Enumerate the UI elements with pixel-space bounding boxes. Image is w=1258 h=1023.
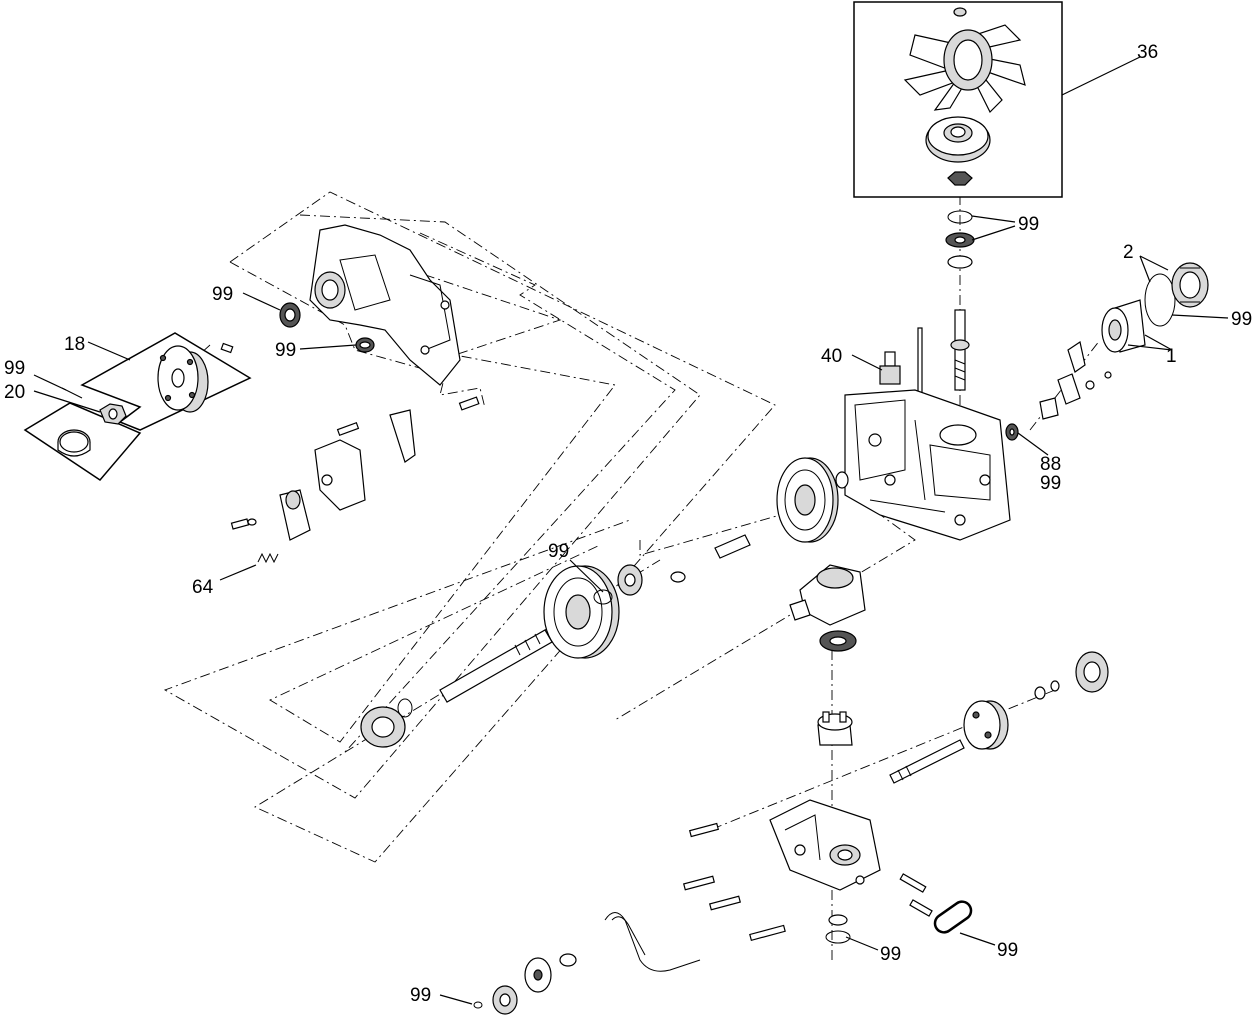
callout-18: 18 [64,334,85,355]
callout-99-shaft-ring: 99 [1018,214,1039,235]
callout-20: 20 [4,382,25,403]
housing-cover [309,224,461,386]
cover-bolt [458,396,480,411]
axle-bearing [360,698,413,748]
cover-seals [279,302,375,353]
thrust-bearing [819,630,857,652]
center-section [789,564,866,626]
counter-shaft [670,471,849,583]
callout-99-axle-seal: 99 [1040,473,1061,494]
pulley-nut [947,171,973,186]
gear-bearing-and-ring [593,564,643,605]
leader-36 [1061,56,1141,96]
callout-99-cover-seal: 99 [212,284,233,305]
callout-99-drain-gasket: 99 [997,940,1018,961]
filter-cap-and-o-ring [1144,262,1209,327]
drive-pulley [925,116,991,163]
callout-99-cover-seal-small: 99 [275,340,296,361]
wheel-hub-kit-box [23,332,252,481]
pump-cylinder-block [963,700,1009,750]
callout-99-gear-ring: 99 [548,541,569,562]
transaxle-housing [844,389,1011,541]
callout-99-filter-ring: 99 [1231,309,1252,330]
oil-filter [1101,299,1146,353]
callout-99-charge-ring: 99 [410,985,431,1006]
return-spring [257,552,279,564]
callout-40: 40 [821,346,842,367]
lower-housing [769,799,881,891]
bypass-rod [604,912,701,972]
callout-labels: 36 99 2 99 1 40 88 99 99 99 18 99 20 99 … [4,42,1252,1006]
callout-64: 64 [192,577,214,598]
brake-linkage [230,409,416,541]
callout-1: 1 [1166,346,1177,367]
input-shaft-stack [917,210,975,399]
cooling-fan [903,7,1026,114]
reduction-gear [776,457,839,543]
motor-cylinder-block [817,711,853,746]
assembly-guide-lines [139,191,1101,960]
callout-88: 88 [1040,454,1061,475]
callout-99-cotter-pin: 99 [4,358,25,379]
callout-99-lower-o-ring: 99 [880,944,901,965]
callout-2: 2 [1123,242,1134,263]
hub-nut [99,403,127,425]
callout-36: 36 [1137,42,1158,63]
housing-bolts [682,822,933,942]
swashplate [1075,651,1109,693]
drain-gasket [933,900,973,934]
leader-lines [33,215,1229,1005]
pump-shaft [889,680,1060,784]
axle-shaft [439,629,553,703]
wheel-hub [157,345,209,413]
filter-o-ring-lower [825,914,851,944]
bypass-linkage [1039,341,1112,420]
charge-gear-set [473,953,577,1015]
breather-vent-40 [879,351,901,385]
axle-seal-88 [1005,423,1019,441]
hub-cap [57,429,91,457]
bull-gear [543,565,620,659]
fan-pulley-kit-box [853,1,1063,198]
